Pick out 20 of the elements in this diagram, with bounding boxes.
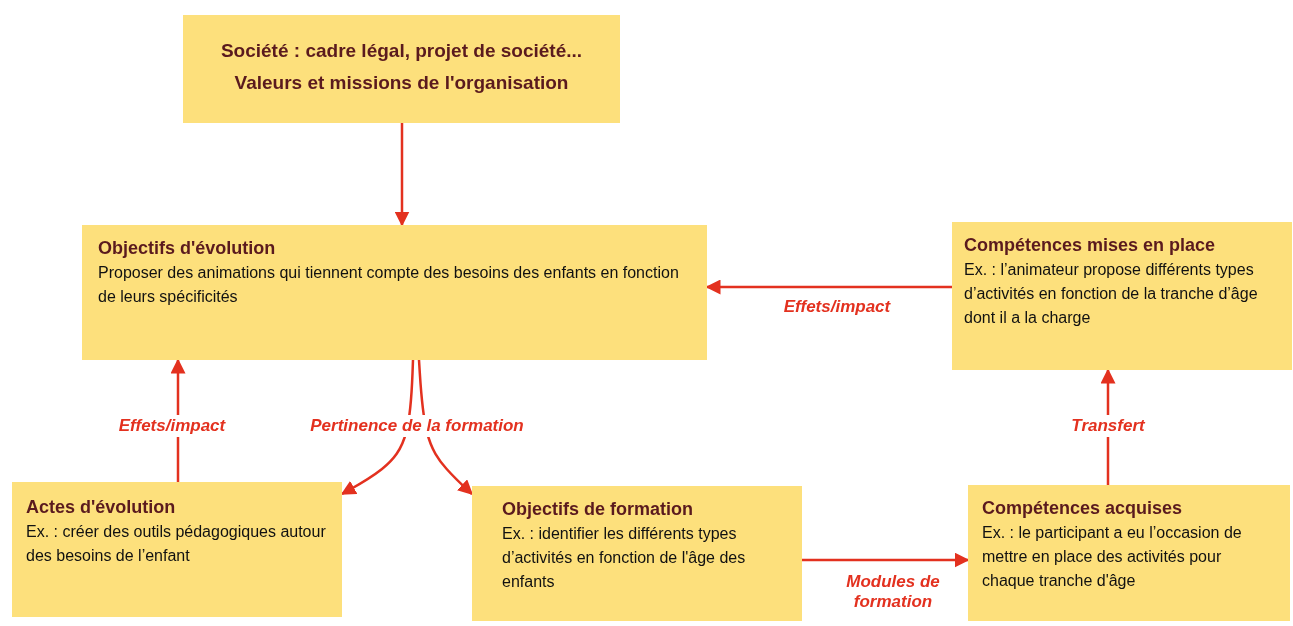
heading-text: Objectifs de formation <box>502 498 695 521</box>
arrow <box>802 552 970 568</box>
concept-box <box>952 222 1292 370</box>
heading-text: Société : cadre légal, projet de société... <box>219 39 584 63</box>
heading-text: Compétences mises en place <box>964 234 1217 257</box>
concept-box <box>968 485 1290 621</box>
arrow <box>394 123 410 227</box>
concept-box <box>472 486 802 621</box>
concept-box <box>12 482 342 617</box>
heading-text: Objectifs d'évolution <box>98 237 277 260</box>
description-text: Ex. : créer des outils pédagogiques autour des besoins de l’enfant <box>26 522 327 566</box>
description-text: Proposer des animations qui tiennent compte des besoins des enfants en fonction de leurs spécificités <box>98 263 680 307</box>
heading-text: Valeurs et missions de l'organisation <box>233 71 570 95</box>
concept-box <box>82 225 707 360</box>
description-text: Ex. : le participant a eu l’occasion de mettre en place des activités pour chaque tranche d'âge <box>982 523 1243 591</box>
description-text: Ex. : identifier les différents types d’activités en fonction de l'âge des enfants <box>502 524 747 592</box>
heading-text: Compétences acquises <box>982 497 1184 520</box>
header-box <box>183 15 620 123</box>
heading-text: Actes d'évolution <box>26 496 177 519</box>
description-text: Ex. : l’animateur propose différents types d’activités en fonction de la tranche d’âge dont il a la charge <box>964 260 1259 328</box>
